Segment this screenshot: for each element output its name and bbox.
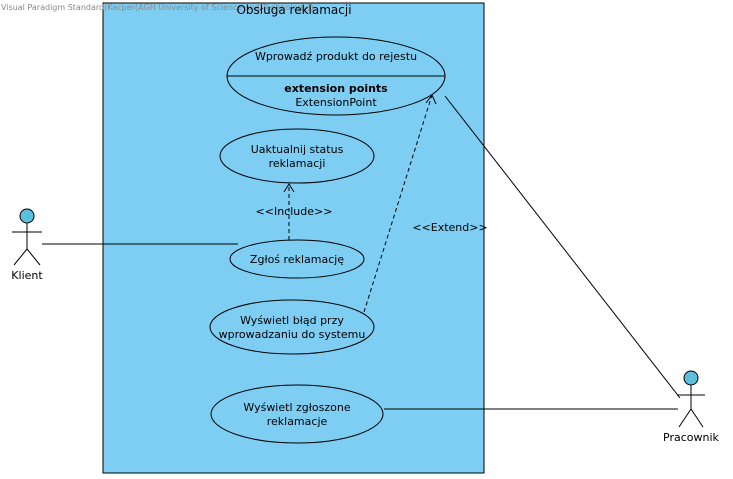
actor-employee-head [683, 370, 699, 386]
association-employee-register [444, 95, 681, 399]
extend-stereotype: <<Extend>> [412, 221, 487, 234]
extend-relationship [363, 94, 433, 313]
extension-point-label: ExtensionPoint [295, 96, 377, 109]
use-case-update-status[interactable]: Uaktualnij status reklamacji [219, 128, 375, 184]
use-case-report-complaint-label: Zgłoś reklamację [250, 253, 344, 266]
use-case-show-reported[interactable]: Wyświetl zgłoszone reklamacje [210, 384, 384, 444]
use-case-show-reported-line2: reklamacje [267, 415, 328, 428]
use-case-report-complaint[interactable]: Zgłoś reklamację [229, 239, 365, 279]
use-case-show-reported-line1: Wyświetl zgłoszone [243, 401, 350, 414]
actor-client-label: Klient [11, 269, 43, 282]
use-case-show-error-line2: wprowadzaniu do systemu [219, 328, 366, 341]
system-title: Obsługa reklamacji [236, 3, 351, 17]
extension-points-heading: extension points [284, 82, 388, 95]
use-case-update-status-line2: reklamacji [269, 157, 326, 170]
use-case-show-error[interactable]: Wyświetl błąd przy wprowadzaniu do syste… [209, 299, 375, 355]
use-case-register-product-label: Wprowadź produkt do rejestu [255, 50, 417, 63]
use-case-update-status-line1: Uaktualnij status [251, 143, 344, 156]
actor-employee-label: Pracownik [663, 431, 720, 444]
use-case-show-error-line1: Wyświetl błąd przy [240, 314, 344, 327]
watermark: Visual Paradigm Standard(Kacper(AGH Univ… [1, 3, 313, 12]
actor-client[interactable]: Klient [11, 208, 43, 282]
use-case-register-product[interactable]: Wprowadź produkt do rejestu extension po… [226, 36, 446, 116]
actor-employee[interactable]: Pracownik [663, 370, 720, 444]
include-arrowhead [283, 183, 295, 193]
include-stereotype: <<Include>> [256, 205, 333, 218]
actor-client-head [19, 208, 35, 224]
